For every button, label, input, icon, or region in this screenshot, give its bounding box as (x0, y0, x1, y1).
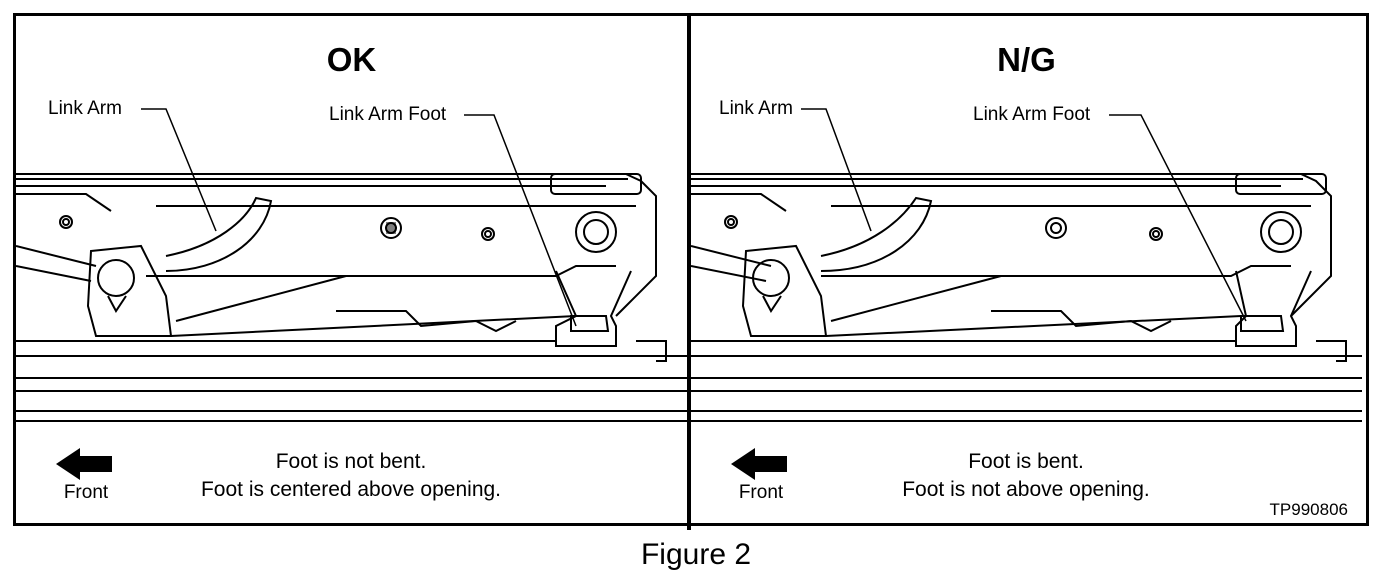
figure-frame (13, 13, 1369, 526)
ng-description-line2: Foot is not above opening. (902, 478, 1150, 501)
ok-description-line1: Foot is not bent. (275, 450, 427, 473)
front-indicator: Front (721, 446, 801, 511)
front-label: Front (738, 482, 784, 503)
ng-panel: N/G Link Arm Link Arm Foot Front Foot is… (691, 16, 1362, 523)
link-arm-label: Link Arm (48, 98, 122, 119)
seat-track-mechanism-ng (691, 108, 1362, 422)
ok-heading: OK (326, 41, 377, 78)
ng-description: Foot is bent. Foot is not above opening. (811, 448, 1241, 504)
figure-code: TP990806 (1269, 500, 1348, 519)
figure-caption: Figure 2 (640, 538, 752, 571)
link-arm-foot-label: Link Arm Foot (973, 104, 1091, 125)
link-arm-foot-label: Link Arm Foot (329, 104, 447, 125)
front-indicator: Front (46, 446, 126, 511)
ok-description: Foot is not bent. Foot is centered above… (136, 448, 566, 504)
ok-description-line2: Foot is centered above opening. (200, 478, 502, 501)
left-arrow-icon (731, 448, 787, 480)
link-arm-label: Link Arm (719, 98, 793, 119)
ng-description-line1: Foot is bent. (968, 450, 1084, 473)
seat-track-mechanism-ok (16, 108, 687, 422)
panel-divider (687, 13, 691, 530)
left-arrow-icon (56, 448, 112, 480)
ok-panel: OK Link Arm Link Arm Foot Front Foot is … (16, 16, 687, 523)
ng-heading: N/G (997, 41, 1056, 78)
front-label: Front (63, 482, 109, 503)
